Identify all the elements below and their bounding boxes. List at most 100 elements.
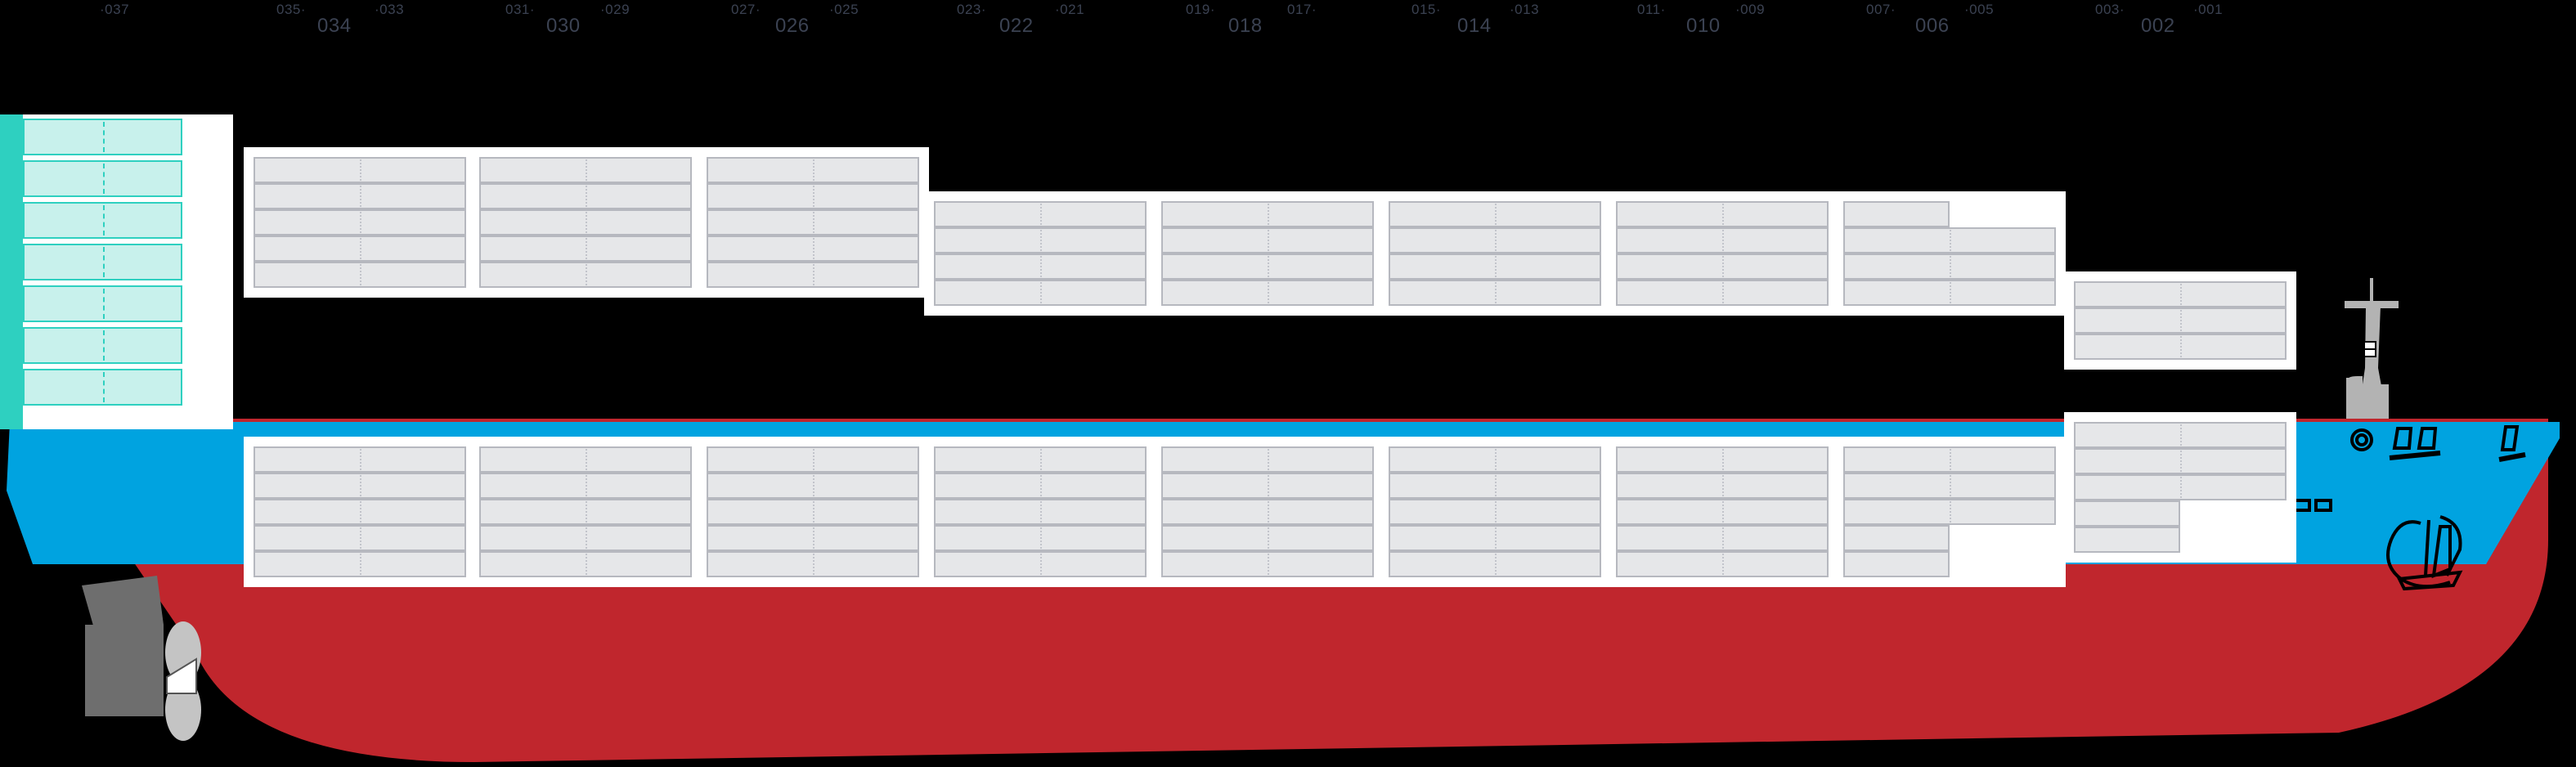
container-cell[interactable] [1616,227,1829,253]
container-cell[interactable] [707,551,919,577]
deck-bay[interactable] [469,147,702,298]
container-cell[interactable] [254,157,466,183]
accommodation-deck-row[interactable] [23,285,182,322]
deck-bay[interactable] [244,147,476,298]
container-cell[interactable] [707,499,919,525]
container-cell[interactable] [1161,227,1374,253]
deck-bay[interactable] [1833,191,2066,316]
container-cell[interactable] [2074,422,2287,448]
container-cell[interactable] [1161,253,1374,280]
hold-bay[interactable] [2064,412,2296,563]
container-cell[interactable] [1161,473,1374,499]
container-cell[interactable] [479,525,692,551]
container-cell[interactable] [254,235,466,262]
container-cell[interactable] [479,183,692,209]
container-cell[interactable] [1161,525,1374,551]
container-cell[interactable] [934,499,1147,525]
container-cell[interactable] [1389,551,1601,577]
container-cell[interactable] [707,525,919,551]
container-cell[interactable] [707,183,919,209]
accommodation-deck-row[interactable] [23,160,182,197]
container-cell[interactable] [934,446,1147,473]
container-cell[interactable] [254,262,466,288]
container-cell[interactable] [2074,500,2180,527]
accommodation-deck-row[interactable] [23,327,182,364]
hold-bay[interactable] [1606,437,1838,587]
container-cell[interactable] [934,525,1147,551]
container-cell[interactable] [2074,281,2287,307]
container-cell[interactable] [479,473,692,499]
container-cell[interactable] [1161,201,1374,227]
container-cell[interactable] [934,551,1147,577]
container-cell[interactable] [254,209,466,235]
container-cell[interactable] [1389,499,1601,525]
container-cell[interactable] [254,446,466,473]
container-cell[interactable] [707,209,919,235]
container-cell[interactable] [707,157,919,183]
container-cell[interactable] [1389,446,1601,473]
container-cell[interactable] [1843,551,1950,577]
deck-bay[interactable] [924,191,1156,316]
container-cell[interactable] [707,473,919,499]
container-cell[interactable] [254,183,466,209]
container-cell[interactable] [1843,446,2056,473]
container-cell[interactable] [1843,253,2056,280]
container-cell[interactable] [1389,253,1601,280]
hold-bay[interactable] [1833,437,2066,587]
container-cell[interactable] [479,157,692,183]
container-cell[interactable] [1389,227,1601,253]
container-cell[interactable] [1161,446,1374,473]
container-cell[interactable] [254,499,466,525]
container-cell[interactable] [1161,551,1374,577]
deck-bay[interactable] [1379,191,1611,316]
container-cell[interactable] [254,473,466,499]
container-cell[interactable] [479,551,692,577]
container-cell[interactable] [1161,499,1374,525]
container-cell[interactable] [934,253,1147,280]
container-cell[interactable] [2074,527,2180,553]
container-cell[interactable] [934,280,1147,306]
container-cell[interactable] [707,235,919,262]
container-cell[interactable] [1161,280,1374,306]
container-cell[interactable] [1616,499,1829,525]
container-cell[interactable] [479,235,692,262]
accommodation-deck-row[interactable] [23,119,182,155]
container-cell[interactable] [1616,253,1829,280]
container-cell[interactable] [1616,201,1829,227]
container-cell[interactable] [254,551,466,577]
hold-bay[interactable] [924,437,1156,587]
container-cell[interactable] [934,473,1147,499]
container-cell[interactable] [1616,525,1829,551]
container-cell[interactable] [254,525,466,551]
deck-bay[interactable] [697,147,929,298]
container-cell[interactable] [1389,525,1601,551]
container-cell[interactable] [1843,227,2056,253]
accommodation-deck-row[interactable] [23,202,182,239]
hold-bay[interactable] [244,437,476,587]
hold-bay[interactable] [469,437,702,587]
container-cell[interactable] [1843,280,2056,306]
container-cell[interactable] [479,446,692,473]
container-cell[interactable] [934,201,1147,227]
container-cell[interactable] [479,499,692,525]
container-cell[interactable] [479,209,692,235]
container-cell[interactable] [2074,307,2287,334]
container-cell[interactable] [1389,280,1601,306]
hold-bay[interactable] [1151,437,1384,587]
deck-bay[interactable] [1151,191,1384,316]
hold-bay[interactable] [1379,437,1611,587]
container-cell[interactable] [1389,473,1601,499]
container-cell[interactable] [707,262,919,288]
deck-bay[interactable] [2064,271,2296,370]
accommodation-deck-row[interactable] [23,369,182,406]
container-cell[interactable] [2074,448,2287,474]
accommodation-deck-row[interactable] [23,244,182,280]
container-cell[interactable] [2074,474,2287,500]
container-cell[interactable] [1616,280,1829,306]
container-cell[interactable] [1616,446,1829,473]
container-cell[interactable] [1616,473,1829,499]
container-cell[interactable] [1389,201,1601,227]
container-cell[interactable] [1616,551,1829,577]
container-cell[interactable] [707,446,919,473]
container-cell[interactable] [1843,525,1950,551]
